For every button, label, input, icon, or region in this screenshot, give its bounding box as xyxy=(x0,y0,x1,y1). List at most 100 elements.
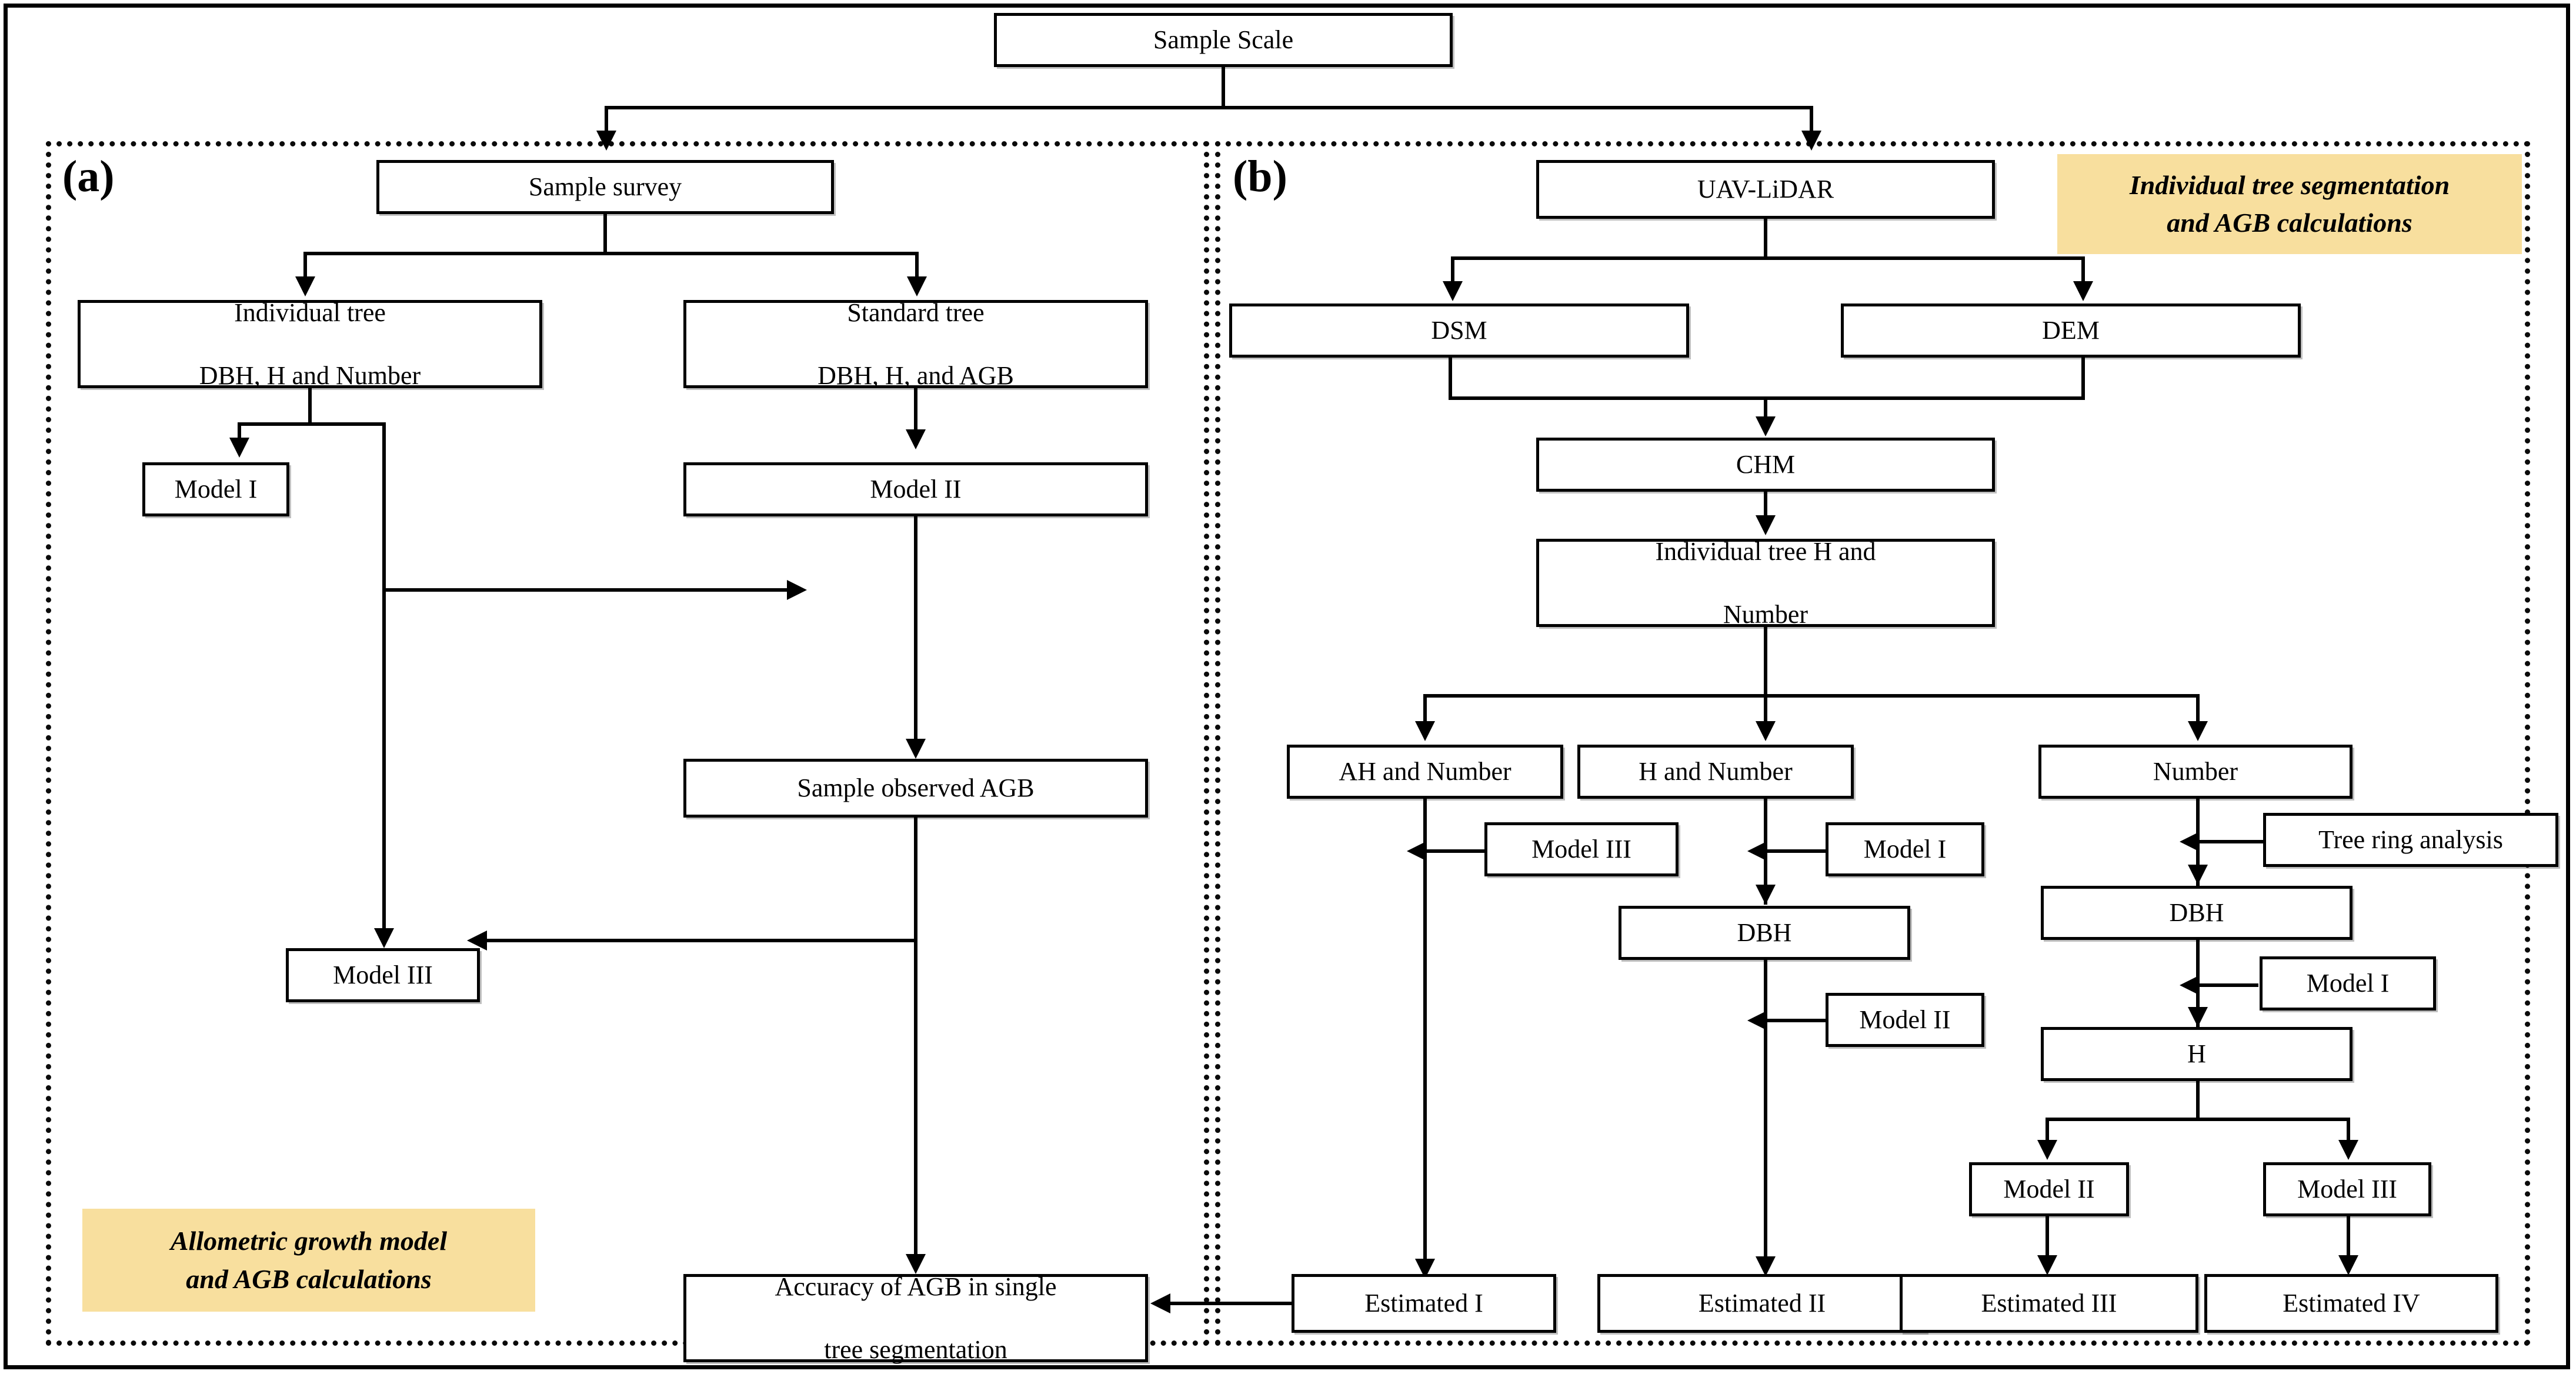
node-model-ii-a[interactable]: Model II xyxy=(683,462,1148,516)
node-model-i-b-right[interactable]: Model I xyxy=(2260,956,2436,1011)
node-ah-and-number[interactable]: AH and Number xyxy=(1287,745,1563,799)
arrowhead-to-estimated-iii xyxy=(2037,1255,2057,1275)
arrowhead-h-to-modelii xyxy=(2037,1140,2057,1160)
arrowhead-to-dbh-mid xyxy=(1756,885,1776,905)
node-label: H xyxy=(2187,1039,2206,1069)
node-model-ii-b-middle[interactable]: Model II xyxy=(1826,993,1984,1047)
node-model-i-a[interactable]: Model I xyxy=(142,462,289,516)
node-label: Model III xyxy=(2297,1175,2397,1204)
node-model-i-b-middle[interactable]: Model I xyxy=(1826,822,1984,876)
node-h-and-number[interactable]: H and Number xyxy=(1577,745,1854,799)
connector-observedagb-to-modeliii xyxy=(487,939,915,942)
node-model-iii-b-left[interactable]: Model III xyxy=(1484,822,1679,876)
node-label-line2: DBH, H and Number xyxy=(199,361,421,390)
connector-indivtree-to-modeli xyxy=(238,422,241,441)
node-h-right[interactable]: H xyxy=(2041,1027,2353,1081)
connector-indivtree-stem xyxy=(308,388,312,422)
arrowhead-to-number xyxy=(2188,721,2208,741)
node-label: Accuracy of AGB in single tree segmentat… xyxy=(690,1271,1142,1366)
arrowhead-to-dbh-right xyxy=(2188,865,2208,885)
node-model-ii-b-bottom[interactable]: Model II xyxy=(1969,1162,2129,1216)
node-model-iii-b-bottom[interactable]: Model III xyxy=(2263,1162,2431,1216)
arrowhead-to-dsm xyxy=(1443,281,1463,301)
arrowhead-modeliii-into-ah xyxy=(1407,841,1427,861)
node-tree-ring-analysis[interactable]: Tree ring analysis xyxy=(2263,813,2558,867)
node-label: Individual tree H and Number xyxy=(1543,536,1988,631)
arrowhead-survey-right xyxy=(907,276,927,296)
node-uav-lidar[interactable]: UAV-LiDAR xyxy=(1536,160,1995,219)
callout-a-line1: Allometric growth model xyxy=(170,1226,448,1256)
callout-b-text: Individual tree segmentation and AGB cal… xyxy=(2130,166,2450,242)
arrowhead-to-observedagb xyxy=(906,739,926,759)
arrowhead-to-accuracy xyxy=(906,1254,926,1274)
callout-a-text: Allometric growth model and AGB calculat… xyxy=(171,1222,447,1298)
node-label-line2: DBH, H, and AGB xyxy=(817,361,1014,390)
node-dbh-middle[interactable]: DBH xyxy=(1619,906,1910,960)
connector-root-stem xyxy=(1222,67,1225,106)
panel-b-label: (b) xyxy=(1233,152,1287,201)
node-label: Tree ring analysis xyxy=(2318,825,2503,855)
node-dsm[interactable]: DSM xyxy=(1229,304,1689,358)
callout-a-line2: and AGB calculations xyxy=(186,1263,432,1294)
node-standard-tree[interactable]: Standard tree DBH, H, and AGB xyxy=(683,298,1148,390)
node-label: H and Number xyxy=(1639,757,1793,786)
node-accuracy-of-agb[interactable]: Accuracy of AGB in single tree segmentat… xyxy=(683,1272,1148,1364)
node-label: Model I xyxy=(174,475,258,504)
node-dem[interactable]: DEM xyxy=(1841,304,2301,358)
connector-dsm-down xyxy=(1449,358,1452,396)
node-individual-tree[interactable]: Individual tree DBH, H and Number xyxy=(78,298,542,390)
node-chm[interactable]: CHM xyxy=(1536,438,1995,492)
connector-modelii-to-estimatediii xyxy=(2046,1216,2049,1260)
node-label: UAV-LiDAR xyxy=(1697,175,1834,204)
panel-b-border xyxy=(1215,141,2530,1346)
node-number[interactable]: Number xyxy=(2038,745,2353,799)
connector-h-to-modeliii xyxy=(2347,1118,2350,1143)
node-label: DSM xyxy=(1431,316,1487,345)
arrowhead-indivtree-to-modeliii xyxy=(374,928,394,948)
node-label: Model I xyxy=(1863,835,1947,864)
arrowhead-to-h-number xyxy=(1756,721,1776,741)
node-label: Model II xyxy=(1859,1005,1951,1035)
node-label: Model III xyxy=(333,961,433,990)
arrowhead-modeli-into-dbhright xyxy=(2180,975,2200,995)
connector-uav-split xyxy=(1451,256,2085,260)
node-estimated-iv[interactable]: Estimated IV xyxy=(2204,1274,2498,1333)
node-label: Estimated IV xyxy=(2283,1289,2420,1318)
connector-modelii-to-observedagb xyxy=(914,516,917,743)
node-label: Number xyxy=(2153,757,2238,786)
node-label: AH and Number xyxy=(1339,757,1511,786)
connector-modeli-to-dbhright xyxy=(2200,983,2258,987)
node-label: Model I xyxy=(2306,969,2390,998)
node-label: DBH xyxy=(2169,898,2224,928)
node-estimated-ii[interactable]: Estimated II xyxy=(1597,1274,1927,1333)
panel-a-label: (a) xyxy=(62,152,115,201)
node-individual-tree-h-and-number[interactable]: Individual tree H and Number xyxy=(1536,537,1995,629)
arrowhead-treering-into-number xyxy=(2180,832,2200,852)
node-sample-survey[interactable]: Sample survey xyxy=(376,160,834,214)
node-label-line2: Number xyxy=(1723,599,1808,629)
node-estimated-i[interactable]: Estimated I xyxy=(1292,1274,1556,1333)
arrowhead-to-estimated-ii xyxy=(1756,1256,1776,1276)
connector-observedagb-long-down xyxy=(914,818,917,1259)
arrowhead-to-indivtreeh xyxy=(1756,515,1776,535)
arrowhead-to-estimated-iv xyxy=(2338,1255,2358,1275)
arrowhead-to-chm xyxy=(1756,416,1776,436)
connector-to-h-number xyxy=(1764,694,1767,725)
connector-uav-stem xyxy=(1764,219,1767,256)
node-label: Sample observed AGB xyxy=(797,773,1035,803)
node-dbh-right[interactable]: DBH xyxy=(2041,886,2353,940)
node-estimated-iii[interactable]: Estimated III xyxy=(1900,1274,2198,1333)
callout-b-line1: Individual tree segmentation xyxy=(2129,169,2450,200)
node-label: CHM xyxy=(1736,450,1796,479)
node-model-iii-a[interactable]: Model III xyxy=(286,948,480,1002)
connector-indivtree-split xyxy=(238,422,386,426)
connector-h-stem xyxy=(2196,1081,2200,1118)
arrowhead-survey-left xyxy=(295,276,315,296)
connector-modeliii-to-ahline xyxy=(1427,849,1486,853)
node-sample-scale[interactable]: Sample Scale xyxy=(994,13,1453,67)
connector-survey-stem xyxy=(603,214,607,252)
node-label: Estimated III xyxy=(1981,1289,2117,1318)
connector-uav-to-dsm xyxy=(1451,256,1454,285)
node-sample-observed-agb[interactable]: Sample observed AGB xyxy=(683,759,1148,818)
